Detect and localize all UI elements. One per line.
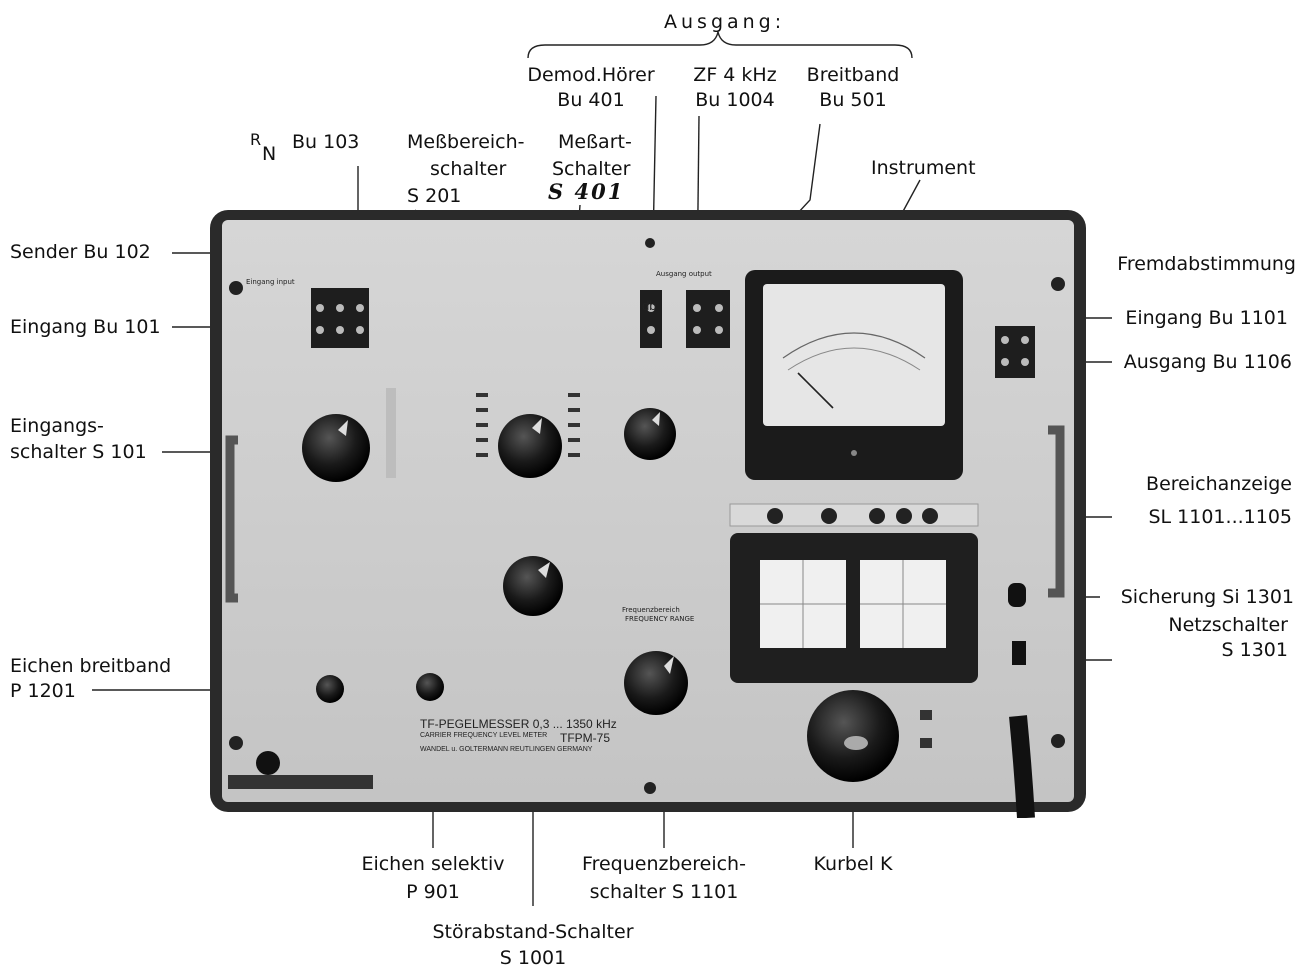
- label-eingang-1101: Eingang Bu 1101: [1125, 307, 1288, 329]
- label-messbereich-2: schalter: [430, 158, 507, 180]
- knob-eichen-selektiv: [416, 673, 444, 701]
- freq-panel-title: Frequenzbereich: [622, 606, 680, 614]
- label-zf-1: ZF 4 kHz: [693, 64, 777, 86]
- power-cord: [1009, 715, 1035, 818]
- ground-terminal: [256, 751, 280, 775]
- knob-messart: [624, 408, 676, 460]
- label-messbereich-3: S 201: [407, 185, 462, 207]
- label-stoerabstand-1: Störabstand-Schalter: [432, 921, 634, 943]
- label-eingang-101: Eingang Bu 101: [10, 316, 161, 338]
- nameplate-line1: TF-PEGELMESSER 0,3 ... 1350 kHz: [420, 717, 617, 731]
- label-bereichanzeige-1: Bereichanzeige: [1146, 473, 1292, 495]
- meter-needle: [797, 372, 834, 409]
- label-rn-symbol: R: [250, 130, 262, 149]
- label-eichen-selektiv-2: P 901: [406, 881, 460, 903]
- meter-face: [763, 284, 945, 426]
- handle-left: [225, 435, 238, 603]
- knob-frequenzbereich: [624, 651, 688, 715]
- eingang-small: Eingang input: [246, 278, 295, 286]
- label-frequenz-1: Frequenzbereich-: [582, 853, 746, 875]
- label-breit-1: Breitband: [806, 64, 900, 86]
- label-messart-1: Meßart-: [558, 131, 632, 153]
- label-eingangsschalter-1: Eingangs-: [10, 415, 104, 437]
- label-netzschalter-1: Netzschalter: [1168, 614, 1288, 636]
- label-kurbel: Kurbel K: [813, 853, 893, 875]
- label-eichen-breitband-1: Eichen breitband: [10, 655, 172, 677]
- ausgang-bracket: [527, 31, 913, 59]
- range-lamps: [767, 508, 938, 524]
- fuse-holder: [1008, 583, 1026, 607]
- label-frequenz-2: schalter S 1101: [589, 881, 739, 903]
- socket-block-fremd: [995, 326, 1035, 378]
- nameplate-line2: CARRIER FREQUENCY LEVEL METER: [420, 732, 548, 739]
- label-eichen-selektiv-1: Eichen selektiv: [361, 853, 505, 875]
- knob-eichen-breitband: [316, 675, 344, 703]
- label-bereichanzeige-2: SL 1101...1105: [1148, 506, 1292, 528]
- label-messbereich-1: Meßbereich-: [407, 131, 525, 153]
- label-rn-subscript: N: [262, 143, 277, 165]
- label-eichen-breitband-2: P 1201: [10, 680, 76, 702]
- power-switch: [1012, 641, 1026, 665]
- socket-block-demod: [640, 290, 662, 348]
- label-eingangsschalter-2: schalter S 101: [10, 441, 147, 463]
- socket-block-left: [311, 288, 369, 348]
- label-netzschalter-2: S 1301: [1221, 639, 1288, 661]
- knob-stoerabstand: [503, 556, 563, 616]
- label-instrument: Instrument: [871, 157, 976, 179]
- label-demod-1: Demod.Hörer: [527, 64, 655, 86]
- instrument-panel: [210, 210, 1086, 818]
- label-messart-2: Schalter: [552, 158, 631, 180]
- label-stoerabstand-2: S 1001: [499, 947, 567, 969]
- label-fremdabstimmung: Fremdabstimmung: [1117, 253, 1296, 275]
- meter-unit: db: [642, 298, 657, 313]
- label-ausgang: Ausgang:: [664, 11, 786, 33]
- crank-kurbel: [807, 690, 899, 782]
- label-rn-bu: Bu 103: [292, 131, 360, 153]
- nameplate-line4: WANDEL u. GOLTERMANN REUTLINGEN GERMANY: [420, 746, 593, 753]
- freq-panel-sub: FREQUENCY RANGE: [625, 615, 695, 623]
- label-demod-2: Bu 401: [557, 89, 625, 111]
- label-breit-2: Bu 501: [819, 89, 887, 111]
- knob-messbereich: [498, 414, 562, 478]
- label-messart-3: S 401: [548, 179, 625, 204]
- knob-eingangsschalter: [302, 414, 370, 482]
- screws: [229, 238, 1065, 794]
- handle-right: [1048, 425, 1065, 598]
- label-zf-2: Bu 1004: [695, 89, 775, 111]
- ausgang-small: Ausgang output: [656, 270, 712, 278]
- label-sender: Sender Bu 102: [10, 241, 151, 263]
- socket-block-zf-breit: [686, 290, 730, 348]
- lamp-strip: [729, 503, 979, 527]
- label-sicherung: Sicherung Si 1301: [1120, 586, 1294, 608]
- nameplate-line3: TFPM-75: [560, 731, 611, 745]
- label-ausgang-1106: Ausgang Bu 1106: [1123, 351, 1292, 373]
